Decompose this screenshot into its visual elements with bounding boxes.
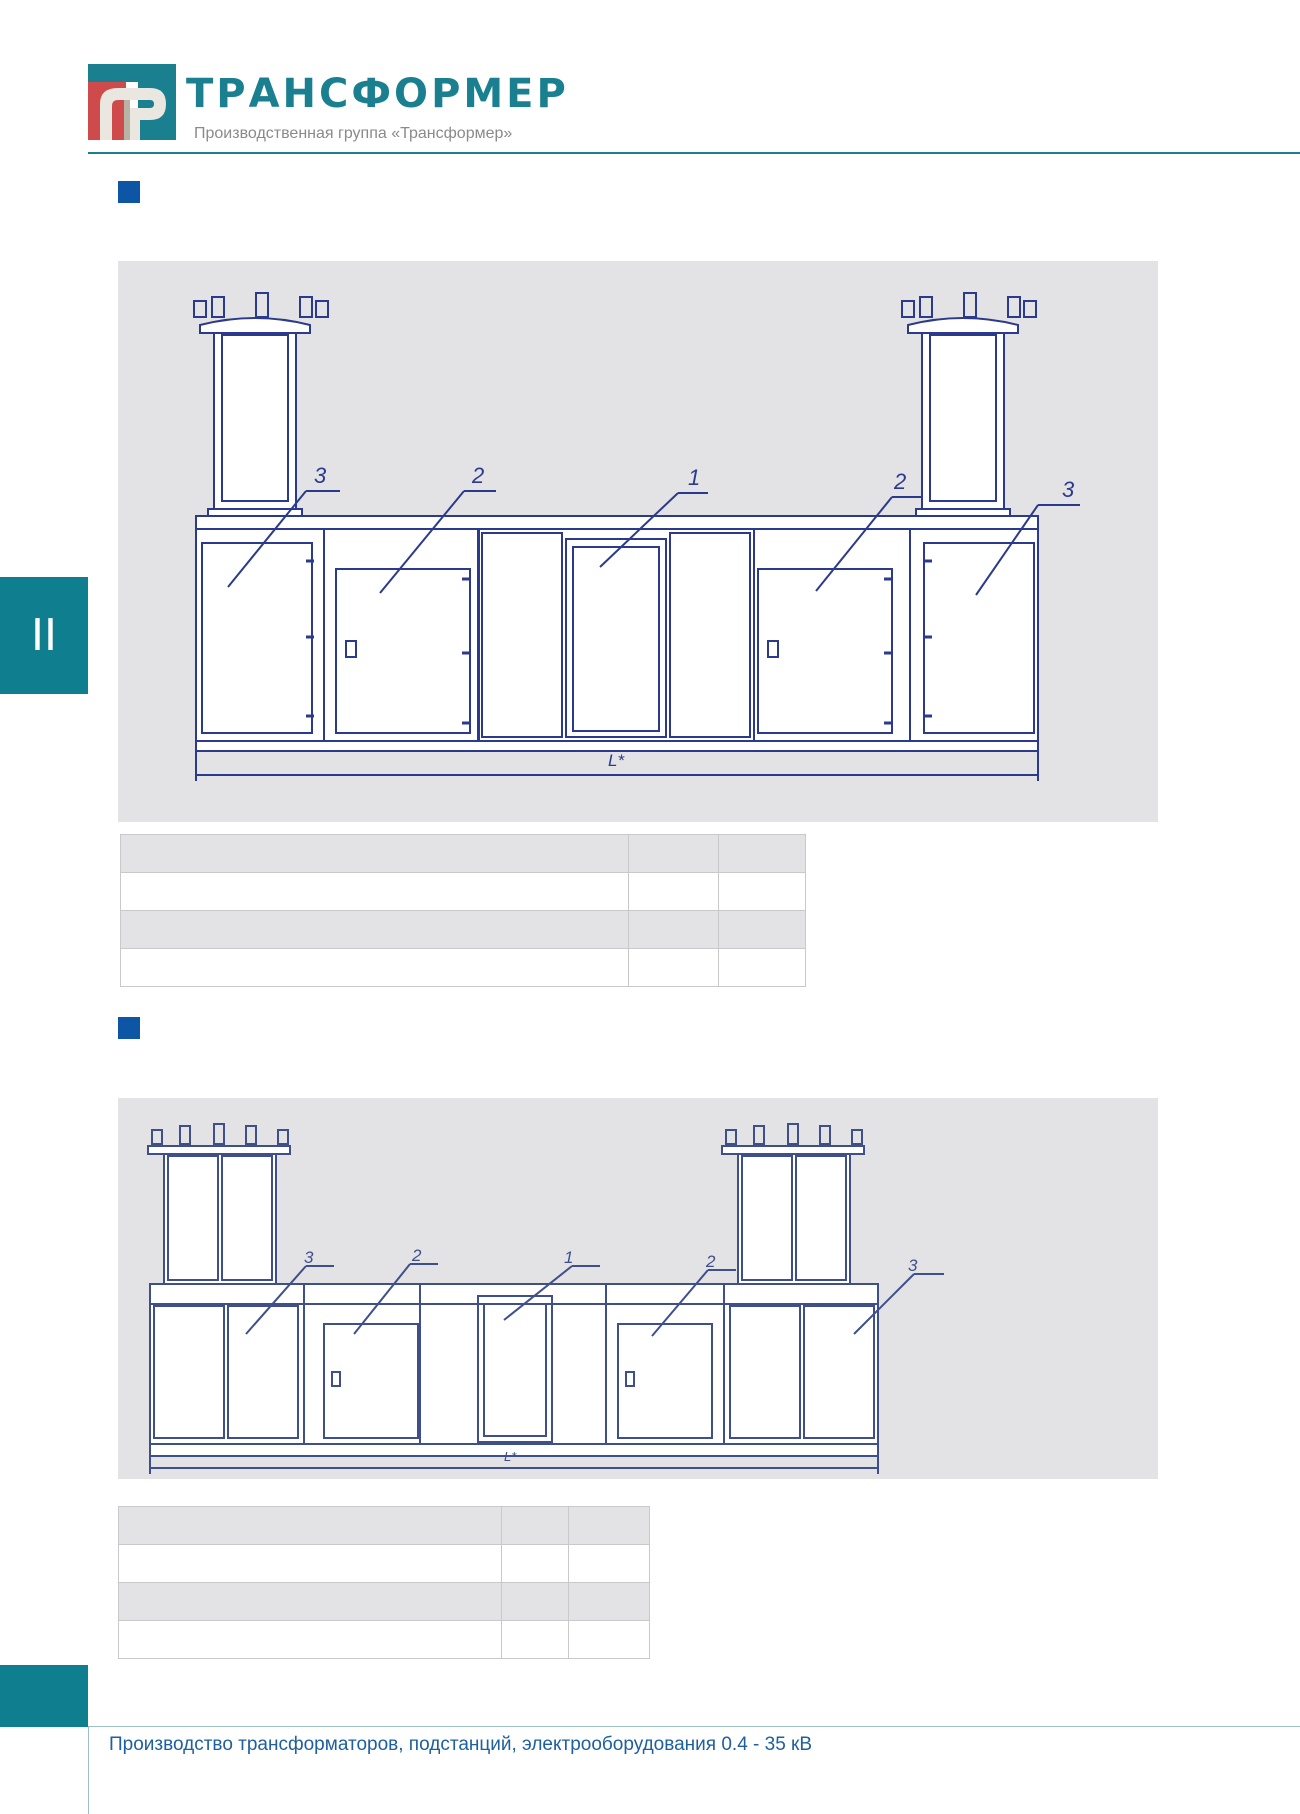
callout-label: 2 [472,463,485,488]
footer-vertical-rule [88,1727,89,1814]
table-row [118,1582,650,1621]
section-tab: II [0,577,88,694]
transformer-right [901,292,1037,520]
section-tab-bottom [0,1665,88,1727]
callout-label: 2 [894,469,907,494]
table-cell [118,1544,502,1583]
callout-label: 1 [564,1248,574,1267]
brand-subtitle: Производственная группа «Трансформер» [194,125,513,142]
section-marker [118,1017,140,1039]
table-cell [718,872,806,911]
spec-table-1 [120,834,806,987]
table-cell [501,1582,569,1621]
callout-leaders [245,1263,944,1337]
section-marker [118,181,140,203]
dimension-label: L* [504,1449,517,1464]
company-logo [88,64,176,140]
transformer-left [147,1123,291,1285]
table-row [120,910,806,949]
footer-tagline: Производство трансформаторов, подстанций… [109,1734,813,1755]
substation-body [149,1283,879,1474]
table-cell [120,834,629,873]
table-cell [118,1582,502,1621]
table-row [118,1506,650,1545]
table-cell [501,1544,569,1583]
table-cell [628,948,719,987]
footer-divider [88,1726,1300,1727]
table-row [118,1544,650,1583]
table-cell [568,1544,650,1583]
header-divider [88,152,1300,154]
callout-leaders [227,490,1080,596]
callout-label: 3 [908,1256,918,1275]
table-cell [120,948,629,987]
spec-table-2 [118,1506,650,1659]
table-cell [120,872,629,911]
table-cell [501,1620,569,1659]
callout-label: 2 [412,1246,422,1265]
table-row [120,948,806,987]
table-row [118,1620,650,1659]
callout-label: 2 [706,1252,716,1271]
table-cell [568,1582,650,1621]
table-cell [718,910,806,949]
table-cell [568,1506,650,1545]
table-cell [628,910,719,949]
table-cell [718,948,806,987]
dimension-label: L* [608,751,625,770]
brand-name: ТРАНСФОРМЕР [186,71,569,117]
table-cell [118,1620,502,1659]
substation-body [195,515,1039,781]
table-cell [118,1506,502,1545]
table-cell [628,872,719,911]
callout-label: 1 [688,465,701,490]
table-cell [501,1506,569,1545]
table-row [120,872,806,911]
table-cell [568,1620,650,1659]
table-row [120,834,806,873]
table-cell [628,834,719,873]
callout-label: 3 [304,1248,314,1267]
transformer-right [721,1123,865,1285]
table-cell [120,910,629,949]
substation-drawing-2: 3 2 1 2 3 L* [118,1098,1158,1479]
callout-label: 3 [1062,477,1075,502]
transformer-left [193,292,329,520]
substation-drawing-1: 3 2 1 2 3 L* [118,261,1158,822]
callout-label: 3 [314,463,327,488]
table-cell [718,834,806,873]
